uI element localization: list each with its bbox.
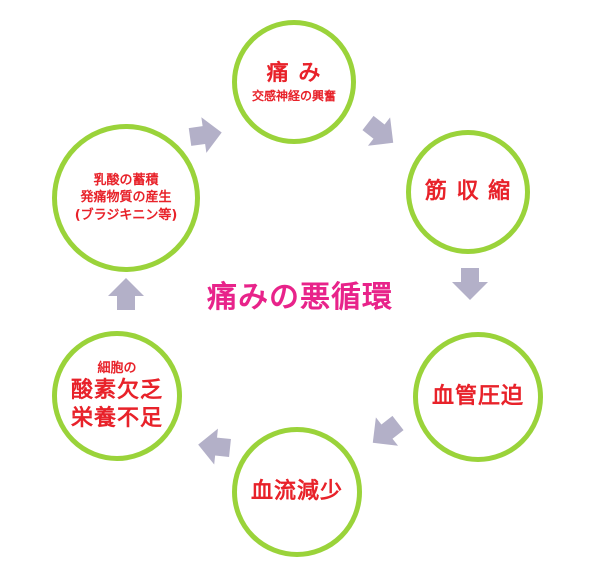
node-cell-line2: 酸素欠乏 — [70, 378, 163, 404]
node-cell: 細胞の 酸素欠乏 栄養不足 — [52, 331, 182, 461]
node-pain: 痛 み 交感神経の興奮 — [232, 20, 356, 144]
arrow-flow-to-cell — [198, 428, 231, 465]
node-muscle-title: 筋 収 縮 — [424, 179, 512, 205]
node-lactic-line3: (ブラジキニン等) — [74, 207, 178, 223]
node-lactic: 乳酸の蓄積 発痛物質の産生 (ブラジキニン等) — [52, 124, 200, 272]
node-lactic-line2: 発痛物質の産生 — [80, 190, 172, 206]
node-cell-line1: 細胞の — [97, 360, 137, 376]
node-lactic-line1: 乳酸の蓄積 — [93, 172, 159, 188]
arrow-cell-to-lactic — [108, 278, 144, 310]
node-vessel-title: 血管圧迫 — [431, 384, 524, 410]
arrow-vessel-to-flow — [372, 415, 404, 446]
node-cell-line3: 栄養不足 — [70, 405, 163, 431]
node-vessel: 血管圧迫 — [413, 332, 543, 462]
center-title: 痛みの悪循環 — [207, 280, 393, 315]
arrow-pain-to-muscle — [362, 115, 394, 146]
node-muscle: 筋 収 縮 — [406, 130, 530, 254]
node-pain-title: 痛 み — [266, 61, 322, 87]
node-flow: 血流減少 — [232, 427, 362, 557]
arrow-muscle-to-vessel — [452, 268, 488, 300]
node-flow-title: 血流減少 — [250, 479, 343, 505]
arrow-lactic-to-pain — [188, 117, 222, 153]
node-pain-subtitle: 交感神経の興奮 — [251, 88, 336, 103]
